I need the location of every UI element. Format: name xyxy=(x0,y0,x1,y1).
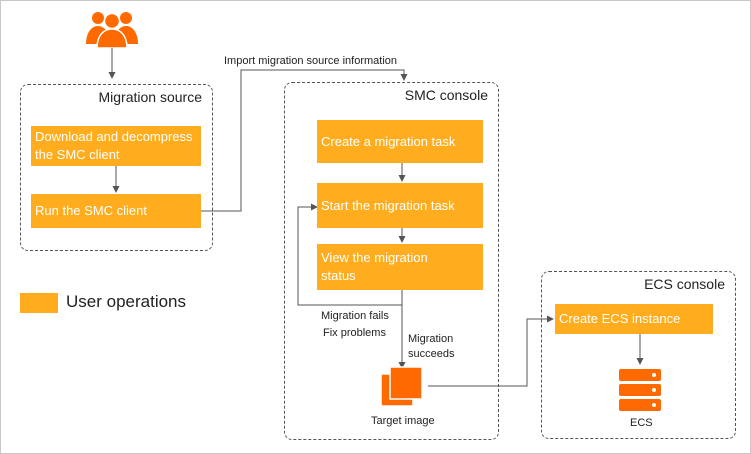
import-info-label: Import migration source information xyxy=(224,55,398,67)
legend-user-operations: User operations xyxy=(66,292,187,311)
line-fail-loop xyxy=(297,203,403,306)
smc-console-box: SMC console xyxy=(284,82,499,440)
line-image-to-ecs xyxy=(428,315,554,387)
migration-source-title: Migration source xyxy=(98,89,203,105)
migration-source-box: Migration source xyxy=(20,84,213,251)
line-run-to-smc xyxy=(201,69,408,212)
users-group-icon xyxy=(86,12,138,48)
view-status-label: View the migration status xyxy=(321,250,428,283)
create-task-label: Create a migration task xyxy=(321,133,456,149)
smc-console-title: SMC console xyxy=(404,87,488,103)
run-step: Run the SMC client xyxy=(31,194,201,228)
run-step-label: Run the SMC client xyxy=(35,203,147,218)
create-ecs-step: Create ECS instance xyxy=(555,304,713,334)
ecs-console-title: ECS console xyxy=(644,276,725,292)
fix-problems-label: Fix problems xyxy=(323,327,386,339)
image-stack-icon xyxy=(380,366,423,407)
create-task-step: Create a migration task xyxy=(317,120,483,163)
migration-succeeds-label: Migration succeeds xyxy=(408,333,455,360)
start-task-step: Start the migration task xyxy=(317,183,483,228)
server-icon xyxy=(619,369,661,411)
create-ecs-label: Create ECS instance xyxy=(559,311,681,326)
start-task-label: Start the migration task xyxy=(321,197,455,213)
target-image-label: Target image xyxy=(371,415,435,427)
ecs-label: ECS xyxy=(630,417,653,429)
download-step-label: Download and decompress the SMC client xyxy=(35,129,193,162)
migration-fails-label: Migration fails xyxy=(321,310,389,322)
download-step: Download and decompress the SMC client xyxy=(31,126,201,166)
ecs-console-box: ECS console xyxy=(541,271,736,439)
legend-swatch xyxy=(20,293,58,313)
view-status-step: View the migration status xyxy=(317,244,483,290)
